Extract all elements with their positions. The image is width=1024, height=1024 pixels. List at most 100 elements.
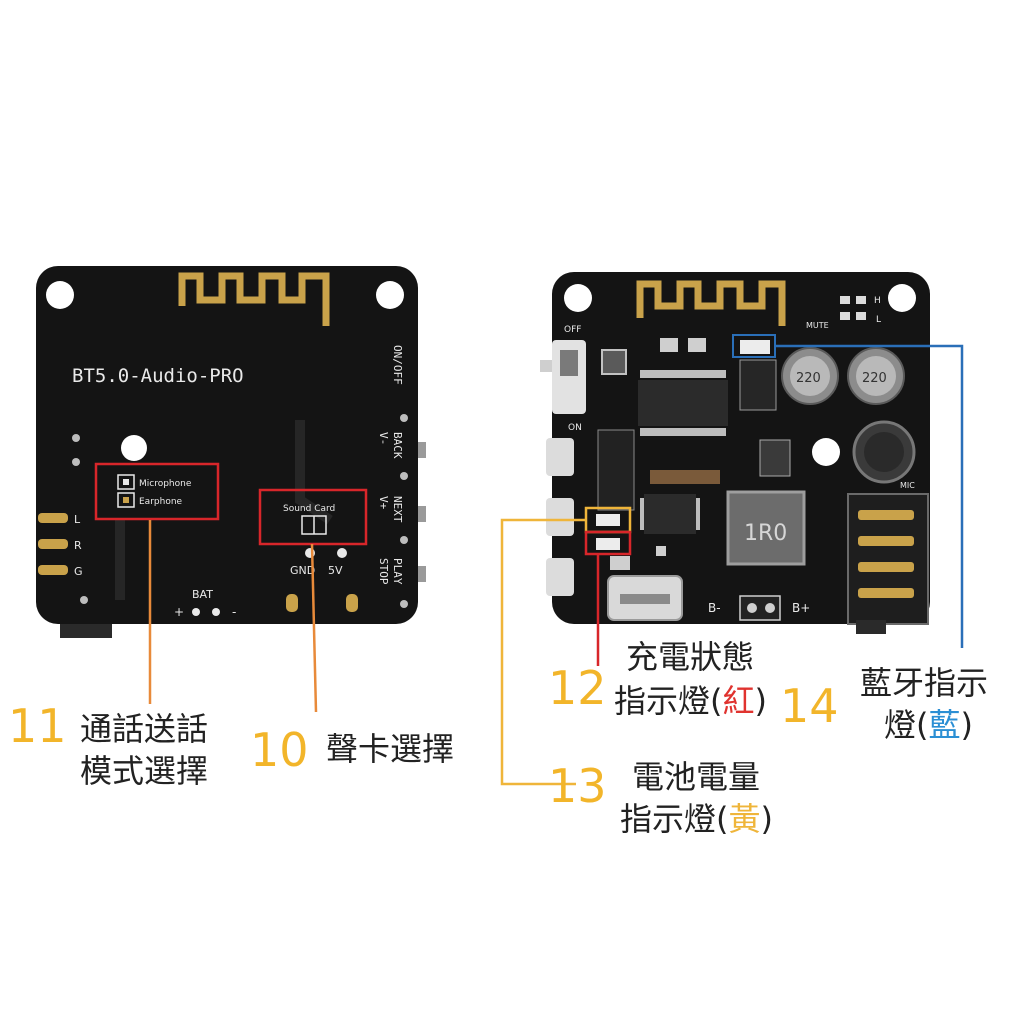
left-hole-tr xyxy=(376,281,404,309)
callout-14-line1: 藍牙指示 xyxy=(860,664,988,702)
side-button-play xyxy=(546,558,574,596)
right-hole-tl xyxy=(564,284,592,312)
capacitor-1-label: 220 xyxy=(796,371,821,386)
callout-12-number: 12 xyxy=(548,661,607,715)
five-v-pin xyxy=(346,594,358,612)
charge-led xyxy=(596,538,620,550)
smd-part xyxy=(856,296,866,304)
side-button-next xyxy=(546,498,574,536)
silk-h: H xyxy=(874,296,881,306)
smd-part xyxy=(759,439,791,477)
silk-off: OFF xyxy=(564,325,581,335)
left-board: BT5.0-Audio-PRO ON/OFF V- BACK V+ NEXT S… xyxy=(36,266,426,638)
charger-ic xyxy=(644,494,696,534)
right-pcb xyxy=(552,272,930,624)
callout-14: 14 藍牙指示 燈(藍) xyxy=(780,664,988,744)
charger-ic-pins xyxy=(640,498,700,530)
audio-jack-edge xyxy=(60,624,112,638)
callout-10: 10 聲卡選擇 xyxy=(250,723,454,777)
callout-10-number: 10 xyxy=(250,723,309,777)
left-hole-tl xyxy=(46,281,74,309)
pad-r xyxy=(38,539,68,549)
battery-pad xyxy=(747,603,757,613)
via xyxy=(400,414,408,422)
silk-earphone: Earphone xyxy=(139,497,183,507)
silk-stop: STOP xyxy=(377,558,390,585)
microphone-pad-fill xyxy=(123,479,129,485)
side-button-back xyxy=(546,438,574,476)
callout-13-line1: 電池電量 xyxy=(632,758,760,796)
smd-part xyxy=(610,556,630,570)
smd-part xyxy=(656,546,666,556)
silk-v-plus: V+ xyxy=(377,496,390,510)
left-side-pad xyxy=(418,506,426,522)
via xyxy=(72,434,80,442)
left-side-pad xyxy=(418,566,426,582)
via xyxy=(400,472,408,480)
smd-part xyxy=(660,338,678,352)
left-board-title: BT5.0-Audio-PRO xyxy=(72,365,244,387)
silk-g: G xyxy=(74,565,83,578)
audio-jack-contacts xyxy=(858,510,914,598)
silk-v-minus: V- xyxy=(377,432,390,445)
silk-bat: BAT xyxy=(192,588,213,601)
silk-on-off: ON/OFF xyxy=(391,345,404,385)
power-slide-tab xyxy=(540,360,552,372)
via xyxy=(80,596,88,604)
silk-5v: 5V xyxy=(328,564,343,577)
silk-bat-plus: + xyxy=(174,605,184,619)
callout-lines xyxy=(148,344,964,786)
silk-gnd: GND xyxy=(290,564,315,577)
charge-led-box xyxy=(584,530,632,556)
bat-pad xyxy=(212,608,220,616)
silk-next: NEXT xyxy=(391,496,404,523)
line-14 xyxy=(775,344,964,648)
silk-bat-minus: - xyxy=(232,605,236,619)
gnd-pin xyxy=(286,594,298,612)
silk-sound-card: Sound Card xyxy=(283,504,335,514)
smd-part xyxy=(840,312,850,320)
mode-select-box xyxy=(94,462,220,521)
left-traces xyxy=(115,420,333,600)
amplifier-ic-pins xyxy=(640,370,726,436)
usb-port-slot xyxy=(620,594,670,604)
silk-back: BACK xyxy=(391,432,404,459)
silk-r: R xyxy=(74,539,82,552)
battery-pad xyxy=(765,603,775,613)
silk-microphone: Microphone xyxy=(139,479,192,489)
callout-12: 12 充電狀態 指示燈(紅) xyxy=(548,638,767,720)
silk-l-right: L xyxy=(876,315,881,325)
callout-11-line1: 通話送話 xyxy=(80,710,208,748)
callout-14-line2: 燈(藍) xyxy=(884,706,973,744)
resistor-array xyxy=(739,359,777,411)
audio-jack-barrel xyxy=(856,620,886,634)
small-ic xyxy=(601,349,627,375)
earphone-pad-fill xyxy=(123,497,129,503)
right-hole-tr xyxy=(888,284,916,312)
callout-10-text: 聲卡選擇 xyxy=(326,730,454,768)
pad-g xyxy=(38,565,68,575)
smd-part xyxy=(840,296,850,304)
right-hole-mid xyxy=(812,438,840,466)
left-hole-mid xyxy=(121,435,147,461)
via xyxy=(72,458,80,466)
microphone-pad xyxy=(117,474,135,490)
callout-13-line2: 指示燈(黃) xyxy=(620,800,773,838)
five-v-pad xyxy=(337,548,347,558)
silk-on: ON xyxy=(568,423,582,433)
battery-led xyxy=(596,514,620,526)
resistor-array xyxy=(597,429,635,511)
callout-12-line1: 充電狀態 xyxy=(626,638,754,676)
pad-l xyxy=(38,513,68,523)
inductor-label: 1R0 xyxy=(744,521,787,546)
left-pcb xyxy=(36,266,418,624)
line-13 xyxy=(500,518,586,786)
left-antenna xyxy=(178,272,330,326)
amplifier-ic xyxy=(638,380,728,426)
silk-b-plus: B+ xyxy=(792,601,810,615)
right-board: OFF ON MUTE H L xyxy=(540,272,930,634)
line-10 xyxy=(310,543,318,713)
callout-11-line2: 模式選擇 xyxy=(80,752,208,790)
callout-13-number: 13 xyxy=(548,759,607,813)
